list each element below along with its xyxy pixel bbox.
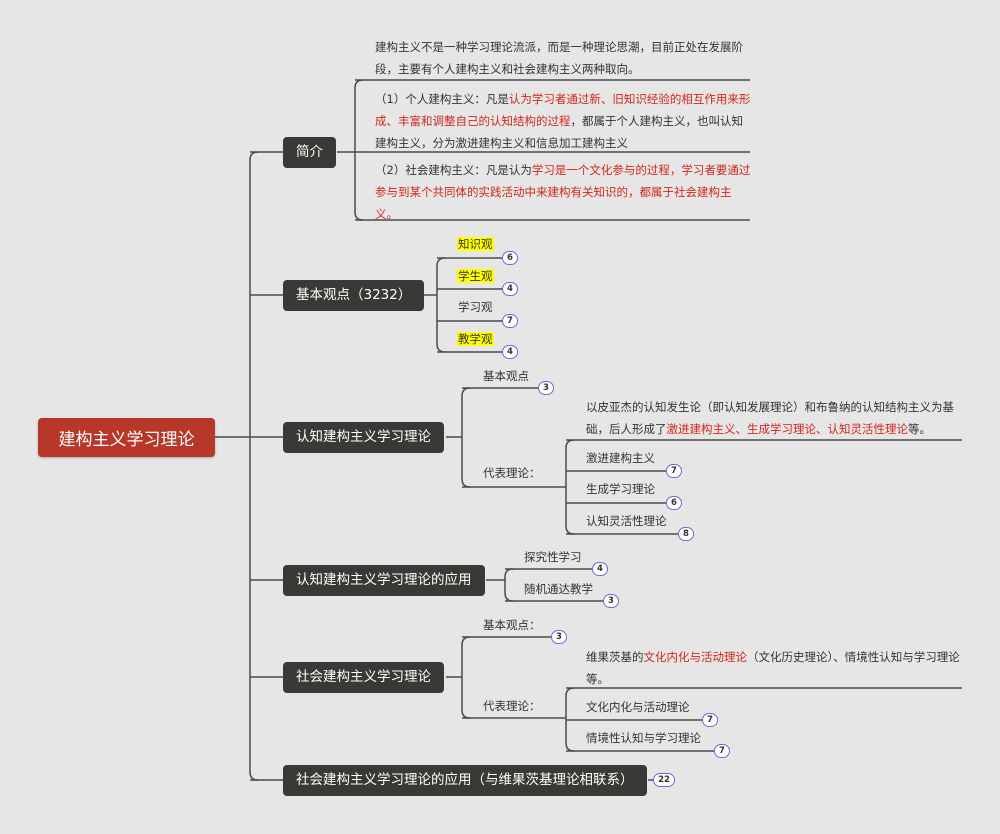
cognitive-rep-label[interactable]: 代表理论： bbox=[483, 466, 541, 480]
count-badge[interactable]: 8 bbox=[678, 527, 694, 541]
intro-individual: （1）个人建构主义：凡是认为学习者通过新、旧知识经验的相互作用来形成、丰富和调整… bbox=[375, 92, 751, 150]
count-badge[interactable]: 7 bbox=[702, 713, 718, 727]
cognitive-item[interactable]: 认知灵活性理论 bbox=[586, 514, 667, 528]
cognitive-rep-text: 以皮亚杰的认知发生论（即认知发展理论）和布鲁纳的认知结构主义为基础，后人形成了激… bbox=[586, 400, 954, 436]
cognitive-node[interactable]: 认知建构主义学习理论 bbox=[283, 422, 444, 453]
count-badge[interactable]: 4 bbox=[502, 345, 518, 359]
cognitive-item[interactable]: 激进建构主义 bbox=[586, 451, 655, 465]
count-badge[interactable]: 3 bbox=[551, 630, 567, 644]
social-item[interactable]: 情境性认知与学习理论 bbox=[586, 731, 701, 745]
count-badge[interactable]: 6 bbox=[666, 496, 682, 510]
intro-individual-highlight: 认为学习者通过新、旧知识经验的相互作用来形成、丰富和调整自己的认知结构的过程 bbox=[375, 92, 751, 128]
basic-view-item[interactable]: 学习观 bbox=[458, 300, 493, 314]
social-label: 社会建构主义学习理论 bbox=[296, 669, 431, 685]
basic-view-item[interactable]: 知识观 bbox=[457, 237, 494, 251]
count-badge[interactable]: 3 bbox=[538, 381, 554, 395]
cognitive-app-node[interactable]: 认知建构主义学习理论的应用 bbox=[283, 565, 485, 596]
cognitive-app-item[interactable]: 随机通达教学 bbox=[524, 582, 593, 596]
count-badge[interactable]: 7 bbox=[666, 464, 682, 478]
basic-view-item[interactable]: 教学观 bbox=[457, 332, 494, 346]
intro-social: （2）社会建构主义：凡是认为学习是一个文化参与的过程，学习者要通过参与到某个共同… bbox=[375, 163, 751, 221]
count-badge[interactable]: 7 bbox=[714, 744, 730, 758]
social-app-node[interactable]: 社会建构主义学习理论的应用（与维果茨基理论相联系） bbox=[283, 765, 647, 796]
social-rep-text: 维果茨基的文化内化与活动理论（文化历史理论）、情境性认知与学习理论等。 bbox=[586, 650, 960, 686]
intro-node[interactable]: 简介 bbox=[283, 137, 336, 168]
intro-label: 简介 bbox=[296, 144, 323, 160]
count-badge[interactable]: 7 bbox=[502, 314, 518, 328]
count-badge[interactable]: 3 bbox=[603, 594, 619, 608]
count-badge[interactable]: 6 bbox=[502, 251, 518, 265]
root-label: 建构主义学习理论 bbox=[58, 430, 195, 450]
cognitive-item[interactable]: 生成学习理论 bbox=[586, 482, 655, 496]
basic-view-item[interactable]: 学生观 bbox=[457, 269, 494, 283]
social-item[interactable]: 文化内化与活动理论 bbox=[586, 700, 690, 714]
cognitive-app-item[interactable]: 探究性学习 bbox=[524, 550, 582, 564]
count-badge[interactable]: 22 bbox=[653, 773, 675, 787]
social-app-label: 社会建构主义学习理论的应用（与维果茨基理论相联系） bbox=[296, 772, 634, 788]
cognitive-app-label: 认知建构主义学习理论的应用 bbox=[296, 572, 472, 588]
cognitive-basic-views[interactable]: 基本观点 bbox=[483, 369, 529, 383]
social-rep-label[interactable]: 代表理论： bbox=[483, 699, 541, 713]
root-node[interactable]: 建构主义学习理论 bbox=[38, 418, 215, 457]
cognitive-label: 认知建构主义学习理论 bbox=[296, 429, 431, 445]
count-badge[interactable]: 4 bbox=[592, 562, 608, 576]
intro-summary: 建构主义不是一种学习理论流派，而是一种理论思潮，目前正处在发展阶段，主要有个人建… bbox=[375, 40, 743, 76]
basic-views-label: 基本观点（3232） bbox=[296, 287, 412, 303]
social-node[interactable]: 社会建构主义学习理论 bbox=[283, 662, 444, 693]
intro-social-highlight: 学习是一个文化参与的过程，学习者要通过参与到某个共同体的实践活动中来建构有关知识… bbox=[375, 163, 751, 221]
social-basic-views[interactable]: 基本观点： bbox=[483, 618, 541, 632]
basic-views-node[interactable]: 基本观点（3232） bbox=[283, 280, 425, 311]
count-badge[interactable]: 4 bbox=[502, 282, 518, 296]
